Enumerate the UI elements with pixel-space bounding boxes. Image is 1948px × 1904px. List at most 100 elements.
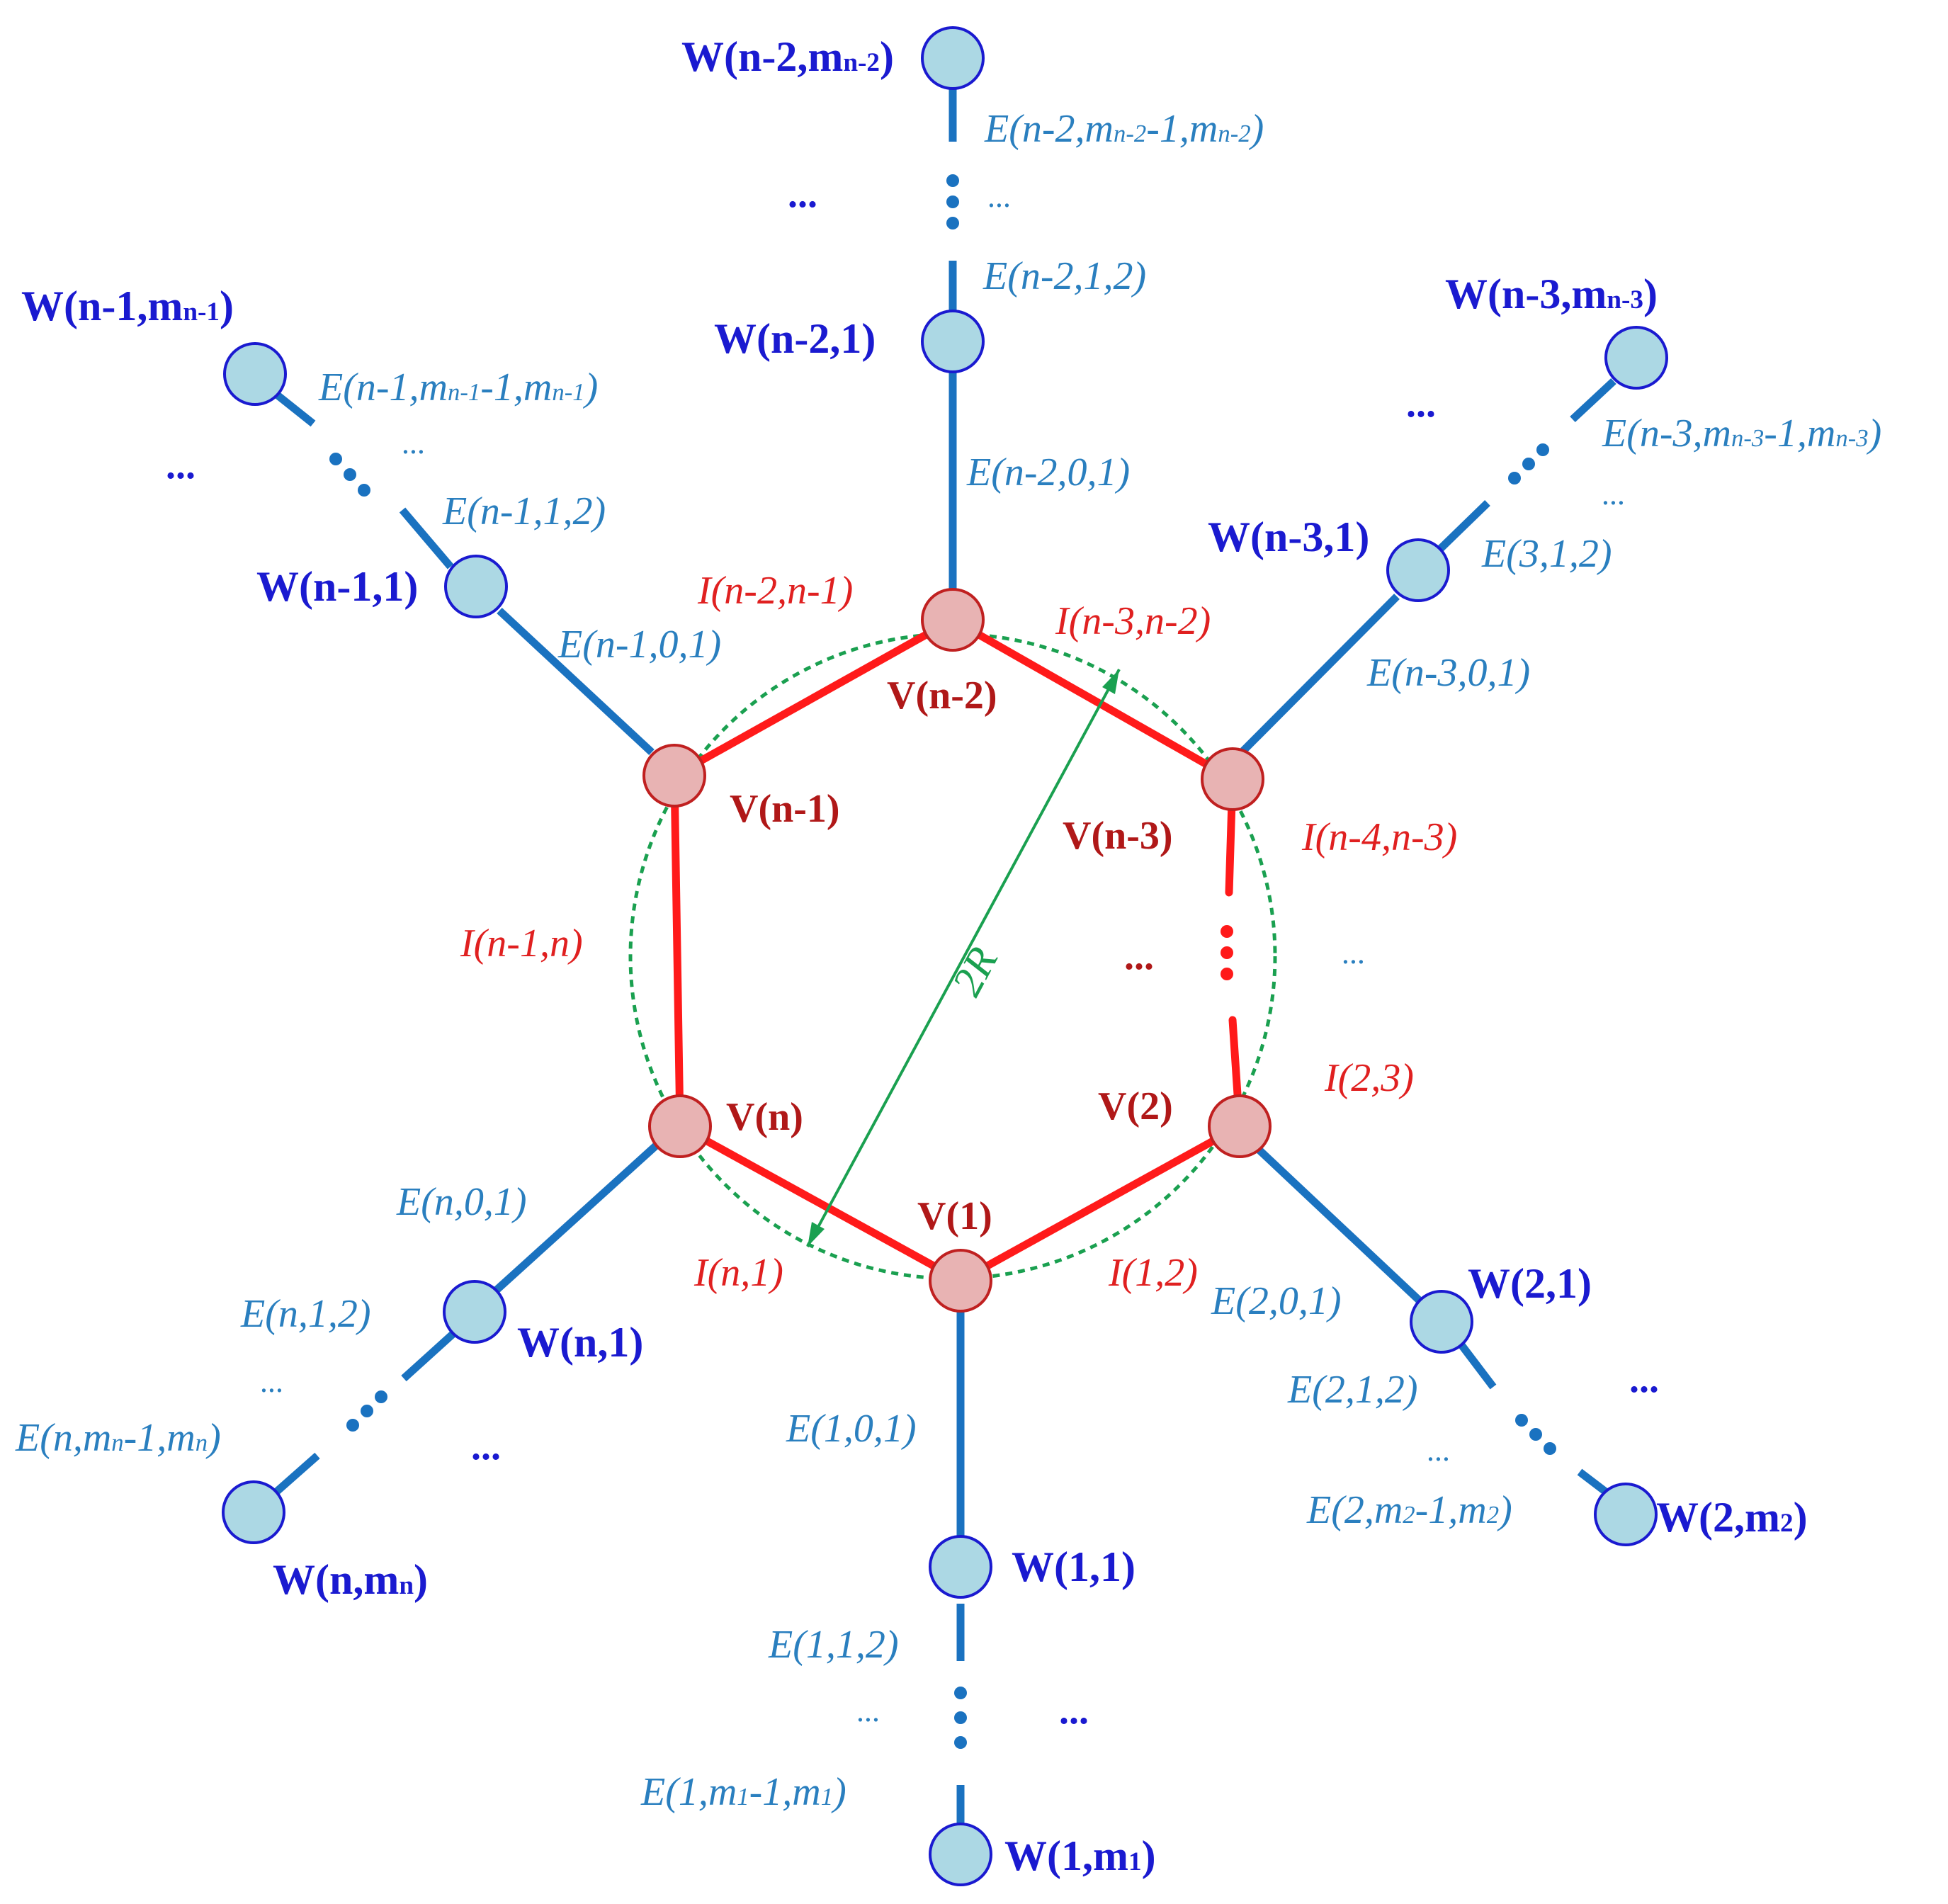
node-vn [648, 1094, 712, 1158]
node-w11 [929, 1535, 992, 1599]
node-v1 [929, 1249, 992, 1313]
branch-edge-en112 [399, 507, 454, 570]
label-en1m: E(n-1,mn-1-1,mn-1) [318, 366, 598, 409]
label-wn1: W(n,1) [517, 1319, 643, 1366]
branch-n-2-dot [946, 196, 959, 208]
branch-2-ellipsis: ... [1629, 1357, 1659, 1401]
branch-1-dot [954, 1736, 967, 1749]
label-in3n2: I(n-3,n-2) [1055, 599, 1211, 643]
label-e1m: E(1,m1-1,m1) [640, 1770, 846, 1814]
branch-n-2-dot [946, 217, 959, 230]
branch-edge-en1m [272, 390, 316, 427]
branch-edge-en12 [401, 1328, 458, 1382]
branch-2-dot [1529, 1428, 1542, 1441]
branch-edge-enm [272, 1452, 320, 1497]
label-e212: E(2,1,2) [1287, 1368, 1418, 1412]
label-vn: V(n) [726, 1095, 803, 1139]
label-en201: E(n-2,0,1) [966, 450, 1130, 494]
label-vn2: V(n-2) [887, 674, 997, 718]
branch-edge-en301 [1240, 594, 1400, 754]
branch-n-3-ellipsis: ... [1406, 382, 1436, 426]
node-v2 [1208, 1094, 1272, 1158]
branch-n-dot [361, 1405, 373, 1417]
node-wn21 [921, 310, 985, 373]
branch-n-1-ellipsis: ... [166, 443, 196, 487]
branch-n-2-ellipsis-italic: ... [988, 179, 1012, 214]
branch-1-dot [954, 1687, 967, 1699]
label-wn3m: W(n-3,mn-3) [1445, 271, 1658, 317]
label-w11: W(1,1) [1012, 1543, 1136, 1590]
node-vn1 [642, 744, 706, 808]
branch-n-1-dot [358, 484, 370, 497]
node-vn3 [1201, 747, 1264, 811]
label-en01: E(n,0,1) [396, 1180, 527, 1224]
label-in1: I(n,1) [693, 1251, 783, 1295]
branch-n-dot [375, 1390, 387, 1403]
core-edge-i12 [956, 1122, 1244, 1285]
core-dot [1221, 946, 1233, 959]
core-edge-in2n1 [670, 616, 957, 780]
label-e201: E(2,0,1) [1211, 1279, 1342, 1323]
label-in2n1: I(n-2,n-1) [697, 569, 853, 613]
label-w21: W(2,1) [1468, 1260, 1592, 1307]
arrow-head-bottom [808, 1222, 825, 1247]
node-wn2m [921, 26, 985, 90]
branch-n-1-ellipsis-italic: ... [402, 426, 426, 460]
branch-edge-e312 [1437, 500, 1490, 552]
core-edge-in1 [676, 1122, 965, 1285]
branch-edge-e201 [1255, 1145, 1425, 1307]
label-vn1: V(n-1) [730, 787, 840, 831]
label-w1m: W(1,m1) [1004, 1832, 1156, 1879]
label-en3m: E(n-3,mn-3-1,mn-3) [1602, 412, 1881, 455]
label-enm: E(n,mn-1,mn) [15, 1416, 221, 1460]
branch-n-2-dot [946, 174, 959, 187]
core-ellipsis: ... [1124, 934, 1154, 978]
label-wn31: W(n-3,1) [1208, 514, 1369, 560]
branch-n-1-dot [329, 453, 342, 465]
node-w2m [1594, 1483, 1658, 1546]
core-dot [1221, 925, 1233, 938]
label-en301: E(n-3,0,1) [1366, 651, 1530, 695]
node-w21 [1410, 1290, 1473, 1354]
core-dot [1221, 968, 1233, 980]
core-ellipsis-italic: ... [1342, 936, 1366, 970]
label-in4n3: I(n-4,n-3) [1301, 815, 1457, 859]
label-en212: E(n-2,1,2) [983, 254, 1146, 298]
label-i23: I(2,3) [1324, 1056, 1414, 1100]
node-wnm [222, 1480, 285, 1544]
branch-1-ellipsis-italic: ... [857, 1694, 880, 1728]
branch-2-ellipsis-italic: ... [1427, 1433, 1451, 1468]
branch-n-3-dot [1536, 443, 1549, 456]
label-e112: E(1,1,2) [768, 1623, 899, 1667]
label-v2: V(2) [1098, 1084, 1173, 1128]
node-wn11 [444, 555, 508, 618]
label-2r: 2R [943, 939, 1007, 1003]
label-in1n: I(n-1,n) [460, 922, 583, 965]
branch-edge-en3m [1570, 378, 1616, 423]
branch-edge-en101 [497, 607, 655, 756]
branch-1-ellipsis: ... [1059, 1689, 1089, 1733]
node-vn2 [921, 588, 985, 652]
label-i12: I(1,2) [1108, 1251, 1198, 1295]
branch-n-3-dot [1508, 472, 1521, 484]
node-wn31 [1386, 538, 1450, 602]
label-vn3: V(n-3) [1063, 814, 1173, 858]
branch-n-dot [346, 1419, 359, 1432]
label-e312: E(3,1,2) [1481, 532, 1612, 576]
node-wn1m [223, 342, 287, 406]
node-wn1 [443, 1280, 506, 1344]
branch-edge-en01 [493, 1138, 663, 1294]
label-wn11: W(n-1,1) [256, 563, 418, 610]
branch-n-1-dot [344, 468, 356, 481]
branch-2-dot [1544, 1442, 1556, 1455]
label-e2m: E(2,m2-1,m2) [1306, 1488, 1512, 1532]
radius-circle [628, 632, 1277, 1281]
branch-n-ellipsis-italic: ... [261, 1364, 284, 1399]
label-v1: V(1) [917, 1194, 992, 1238]
label-en12: E(n,1,2) [240, 1292, 371, 1336]
arrow-head-top [1102, 669, 1119, 694]
label-wnm: W(n,mn) [273, 1556, 428, 1603]
label-wn1m: W(n-1,mn-1) [21, 283, 234, 329]
node-w1m [929, 1823, 992, 1886]
